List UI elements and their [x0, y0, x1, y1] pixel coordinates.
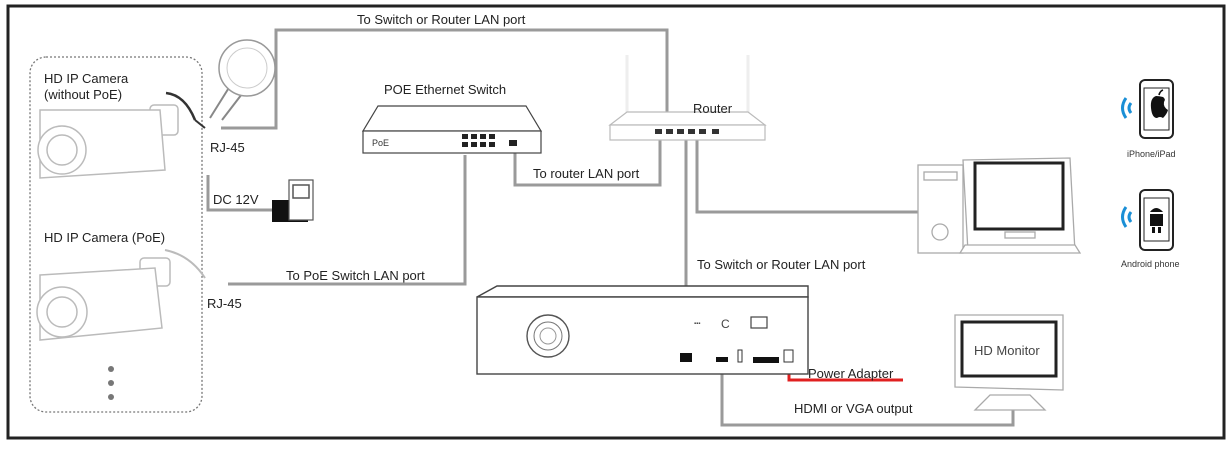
monitor-label: HD Monitor: [974, 343, 1040, 358]
cable-nvr-to-monitor: [720, 365, 1015, 427]
hd-monitor-icon: [954, 314, 1064, 411]
camera-nopoe-label-line1: HD IP Camera: [44, 71, 129, 86]
android-label: Android phone: [1121, 259, 1180, 269]
svg-text:C: C: [721, 317, 730, 331]
camera-nopoe-label-line2: (without PoE): [44, 87, 123, 102]
cable-dc-power: [206, 175, 272, 212]
nvr-recorder-icon: ▪▪▪ C: [476, 285, 809, 375]
to-switch-router-mid-label: To Switch or Router LAN port: [697, 257, 866, 272]
to-poe-switch-lan-label: To PoE Switch LAN port: [286, 268, 425, 283]
more-cameras-dots: [108, 366, 114, 400]
rj45-top-label: RJ-45: [210, 140, 245, 155]
cable-camera-to-router: [221, 28, 669, 130]
to-router-lan-label: To router LAN port: [533, 166, 640, 181]
power-adapter-label: Power Adapter: [808, 366, 894, 381]
poe-switch-icon: [361, 105, 543, 154]
camera-group-box: [29, 56, 203, 413]
bullet-camera-poe-icon: [36, 249, 206, 341]
iphone-icon: [1121, 79, 1174, 139]
cable-poe-camera-to-switch: [228, 155, 467, 286]
cable-switch-to-router: [513, 138, 662, 187]
router-icon: [608, 55, 767, 141]
to-switch-router-top-label: To Switch or Router LAN port: [357, 12, 526, 27]
poe-switch-label: POE Ethernet Switch: [384, 82, 507, 97]
rj45-bottom-label: RJ-45: [207, 296, 242, 311]
hdmi-vga-label: HDMI or VGA output: [794, 401, 913, 416]
camera-poe-label: HD IP Camera (PoE): [44, 230, 166, 245]
bullet-camera-nopoe-icon: [37, 91, 206, 179]
desktop-pc-icon: [917, 157, 1082, 254]
svg-text:▪▪▪: ▪▪▪: [694, 321, 700, 327]
router-label: Router: [693, 101, 733, 116]
cable-router-to-pc: [695, 138, 918, 214]
dome-camera-icon: [209, 39, 276, 121]
dc12v-label: DC 12V: [213, 192, 259, 207]
android-phone-icon: [1121, 189, 1174, 251]
cables: [206, 28, 1015, 427]
poe-switch-badge: PoE: [372, 138, 390, 148]
power-plug-icon: [272, 179, 314, 222]
iphone-label: iPhone/iPad: [1127, 149, 1176, 159]
